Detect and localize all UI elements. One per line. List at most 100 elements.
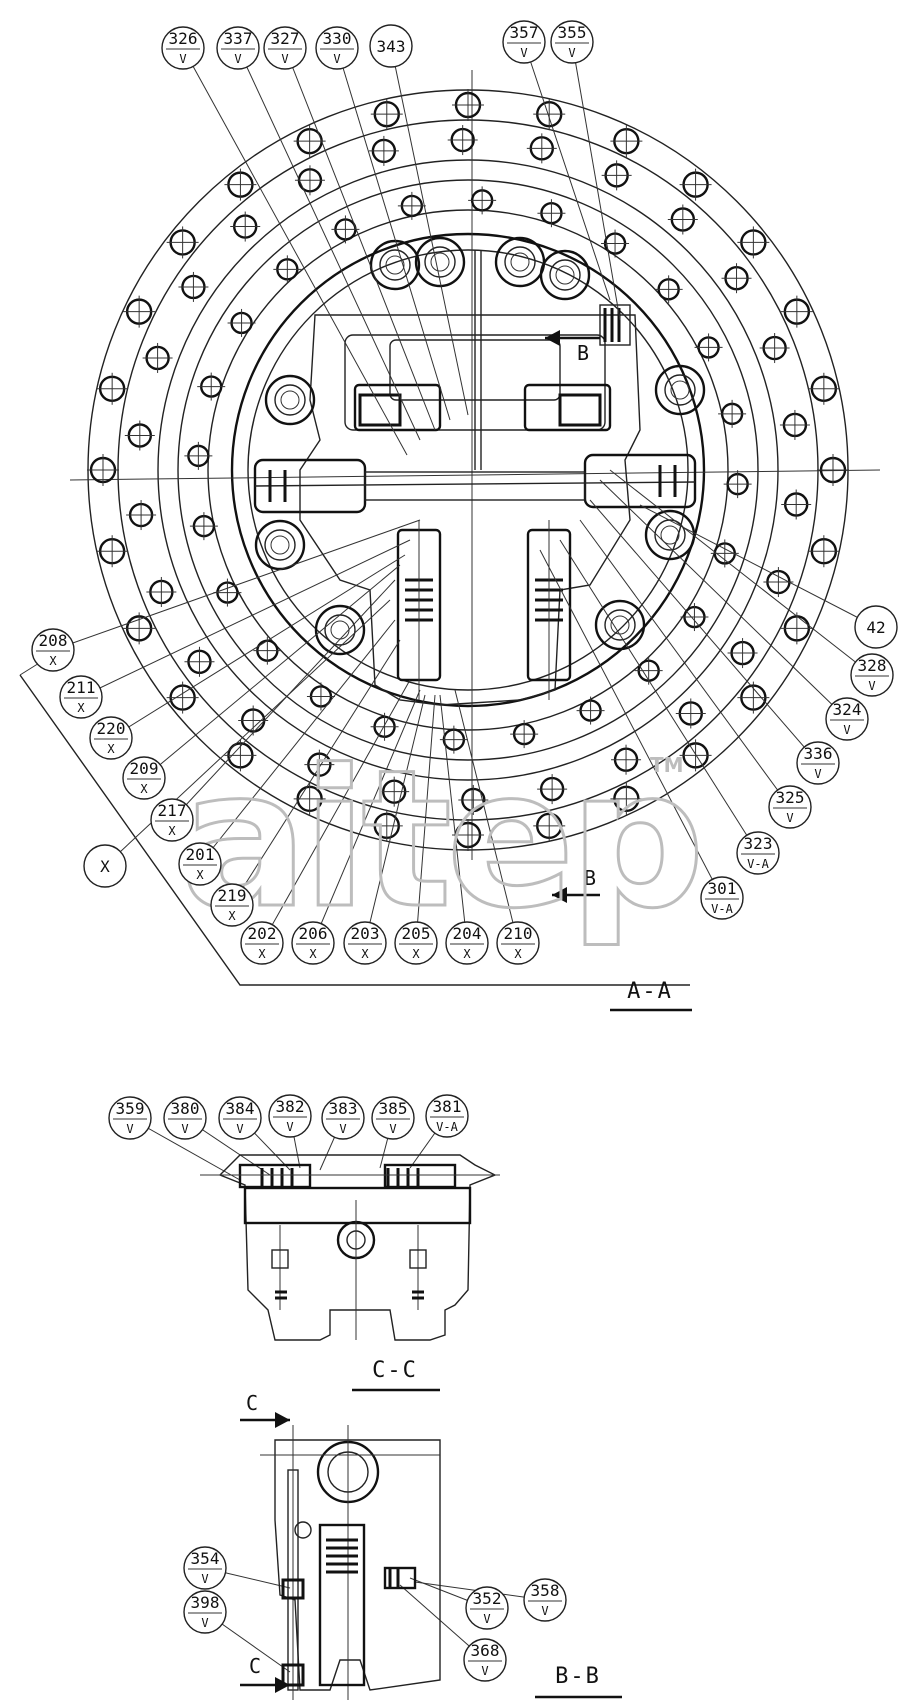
callout-bubble [502,20,546,64]
port-core [330,620,350,640]
callout-number: 355 [558,23,587,42]
callout-number: 352 [473,1589,502,1608]
callout-suffix: X [361,947,369,961]
port-inner [274,384,306,416]
leader-line [639,504,877,628]
port-core [670,380,690,400]
leader-line [110,554,406,739]
port-core [280,390,300,410]
callout-suffix: V-A [436,1120,458,1134]
callout-number: 357 [510,23,539,42]
callout-suffix: V [520,46,527,60]
callout-suffix: V [281,52,288,66]
callout-number: 337 [224,29,253,48]
port-outer [539,249,591,301]
port-core [385,255,405,275]
port-inner [324,614,356,646]
callout-suffix: V [389,1122,396,1136]
port-outer [494,236,546,288]
leader-line [523,41,611,301]
callout-number: 301 [708,879,737,898]
port-outer [594,599,646,651]
callout-bubble [218,1096,262,1140]
port-outer [654,364,706,416]
callout-number: 343 [377,37,406,56]
callout-bubble [216,26,260,70]
callout-suffix: V [236,1122,243,1136]
callout-number: 354 [191,1549,220,1568]
leader-line [261,679,411,944]
callout-number: 202 [248,924,277,943]
callout-suffix: X [412,947,420,961]
callout-bubble [108,1096,152,1140]
callout-number: 384 [226,1099,255,1118]
leader-line [80,539,411,698]
callout-number: 381 [433,1097,462,1116]
section-title-bb: B-B [555,1664,601,1689]
callout-suffix: X [258,947,266,961]
callout-bubble [394,921,438,965]
callout-number: 204 [453,924,482,943]
callout-number: 358 [531,1581,560,1600]
port-outer [369,239,421,291]
callout-number: 383 [329,1099,358,1118]
callout-number: 217 [158,801,187,820]
leader-line [599,479,848,720]
callout-bubble [268,1094,312,1138]
callout-bubble [369,24,413,68]
leader-line [415,694,436,944]
port-inner [549,259,581,291]
callout-aa-42: 42 [854,605,898,649]
leader-line [52,519,421,651]
callout-number: X [100,857,110,876]
callout-bubble [736,831,780,875]
callout-number: 380 [171,1099,200,1118]
callout-suffix: V [843,723,850,737]
callout-suffix: V [481,1664,488,1678]
callout-suffix: V [339,1122,346,1136]
section-title-cc: C-C [372,1358,418,1383]
callout-number: 398 [191,1593,220,1612]
callout-aa-343: 343 [369,24,413,68]
watermark-tm: TM [650,753,684,777]
callout-suffix: V-A [747,857,769,871]
callout-number: 325 [776,788,805,807]
port-outer [264,374,316,426]
callout-bubble [161,26,205,70]
callout-suffix: V [201,1572,208,1586]
callout-aa-X: X [83,844,127,888]
port-core [555,265,575,285]
port-core [430,252,450,272]
callout-number: 206 [299,924,328,943]
leader-line [231,639,401,906]
callout-number: 382 [276,1097,305,1116]
leader-line [336,47,451,421]
aa-view: B B [19,70,881,986]
leader-line [609,469,873,676]
callout-bubble [122,756,166,800]
callout-bubble [465,1586,509,1630]
callout-bubble [83,844,127,888]
callout-bubble [163,1096,207,1140]
cc-view [200,1154,500,1341]
